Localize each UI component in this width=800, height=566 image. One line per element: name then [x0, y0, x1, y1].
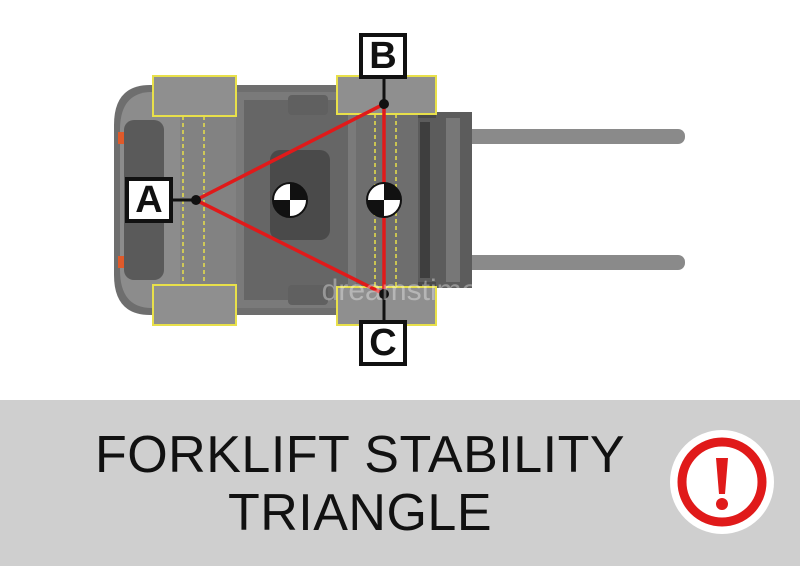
pivot-point-a: [191, 195, 201, 205]
axle-zones: [152, 75, 437, 326]
forks: [455, 129, 685, 270]
title-line-2: TRIANGLE: [227, 484, 493, 542]
point-a-label: A: [125, 177, 173, 223]
point-b-label: B: [359, 33, 407, 79]
rear-right-wheel: [152, 284, 237, 326]
pivot-point-c: [379, 289, 389, 299]
center-of-gravity-icon: [272, 182, 308, 218]
warning-exclamation-icon: [670, 430, 774, 534]
title-banner: FORKLIFT STABILITY TRIANGLE: [0, 400, 800, 566]
rear-left-wheel: [152, 75, 237, 117]
watermark: dreamstime: [322, 274, 479, 307]
pivot-point-b: [379, 99, 389, 109]
center-of-gravity-icon: [366, 182, 402, 218]
point-c-label: C: [359, 320, 407, 366]
page-title: FORKLIFT STABILITY TRIANGLE: [60, 426, 660, 542]
title-line-1: FORKLIFT STABILITY: [94, 426, 626, 484]
